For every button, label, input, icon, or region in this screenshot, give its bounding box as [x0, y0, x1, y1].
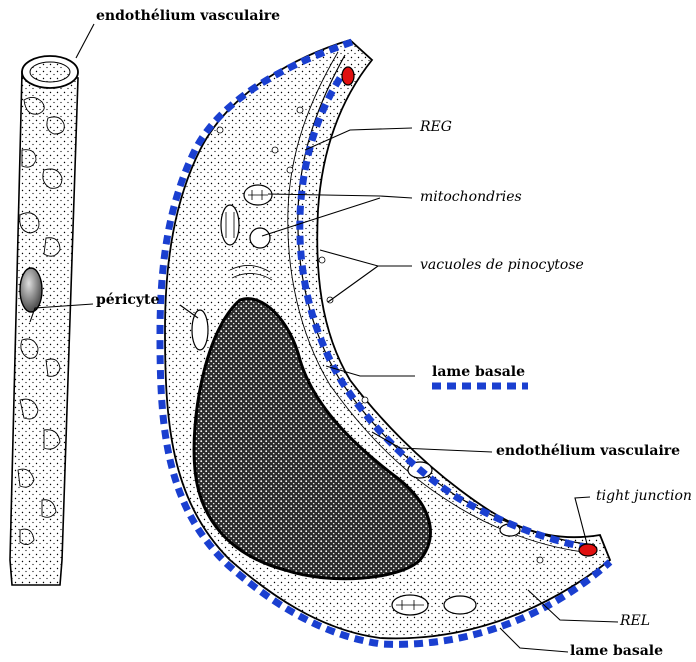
label-endothelium-top: endothélium vasculaire — [96, 8, 280, 24]
label-lame-basale-legend: lame basale — [432, 364, 525, 380]
label-endothelium-right: endothélium vasculaire — [496, 443, 680, 459]
label-pericyte: péricyte — [96, 292, 159, 308]
label-rel: REL — [620, 613, 650, 629]
endothelial-cell — [165, 40, 610, 638]
label-mitochondries: mitochondries — [420, 189, 522, 205]
capillary-tube — [10, 56, 78, 585]
tight-junction-top — [342, 67, 354, 85]
label-tight-junction: tight junction — [596, 488, 692, 504]
tight-junction-bottom — [579, 544, 597, 556]
label-lame-basale-bottom: lame basale — [570, 643, 663, 659]
label-vacuoles: vacuoles de pinocytose — [420, 257, 584, 273]
label-reg: REG — [420, 119, 452, 135]
